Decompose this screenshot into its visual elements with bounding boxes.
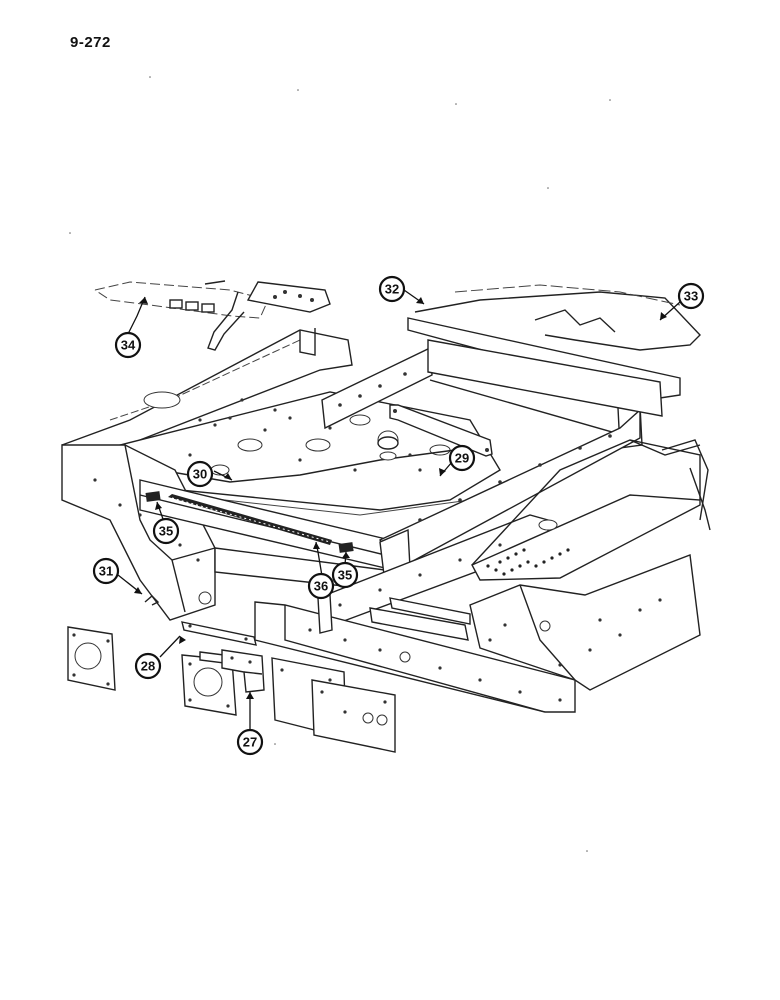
main-frame <box>61 328 711 713</box>
clip-31-part <box>144 595 160 606</box>
svg-text:28: 28 <box>141 659 155 674</box>
bearing-plate-left <box>67 626 116 691</box>
bracket-plate <box>246 281 331 313</box>
callout-35-right: 35 <box>331 561 359 589</box>
callout-33: 33 <box>677 282 705 310</box>
leader-arrowheads <box>134 297 667 699</box>
callout-30: 30 <box>186 460 214 488</box>
upper-left-plate <box>94 280 269 319</box>
svg-text:29: 29 <box>455 451 469 466</box>
callout-29: 29 <box>448 444 476 472</box>
svg-text:35: 35 <box>159 524 173 539</box>
callout-32: 32 <box>378 275 406 303</box>
svg-text:34: 34 <box>121 338 136 353</box>
callout-28: 28 <box>134 652 162 680</box>
callout-35-left: 35 <box>152 517 180 545</box>
callout-31: 31 <box>92 557 120 585</box>
scan-specks <box>69 76 611 852</box>
callout-27: 27 <box>236 728 264 756</box>
page-number: 9-272 <box>70 34 111 51</box>
strip-28-part <box>181 621 257 646</box>
upper-right-rails <box>407 284 701 417</box>
svg-text:31: 31 <box>99 564 113 579</box>
svg-text:35: 35 <box>338 568 352 583</box>
pad-35-parts <box>145 491 354 553</box>
svg-text:36: 36 <box>314 579 328 594</box>
lower-front-plates <box>271 657 396 753</box>
link-arm <box>207 291 245 351</box>
svg-text:32: 32 <box>385 282 399 297</box>
svg-text:30: 30 <box>193 467 207 482</box>
svg-text:33: 33 <box>684 289 698 304</box>
callout-36: 36 <box>307 572 335 600</box>
bracket-27-part <box>221 649 265 693</box>
callout-34: 34 <box>114 331 142 359</box>
strip-36-part <box>168 494 332 545</box>
svg-text:27: 27 <box>243 735 257 750</box>
